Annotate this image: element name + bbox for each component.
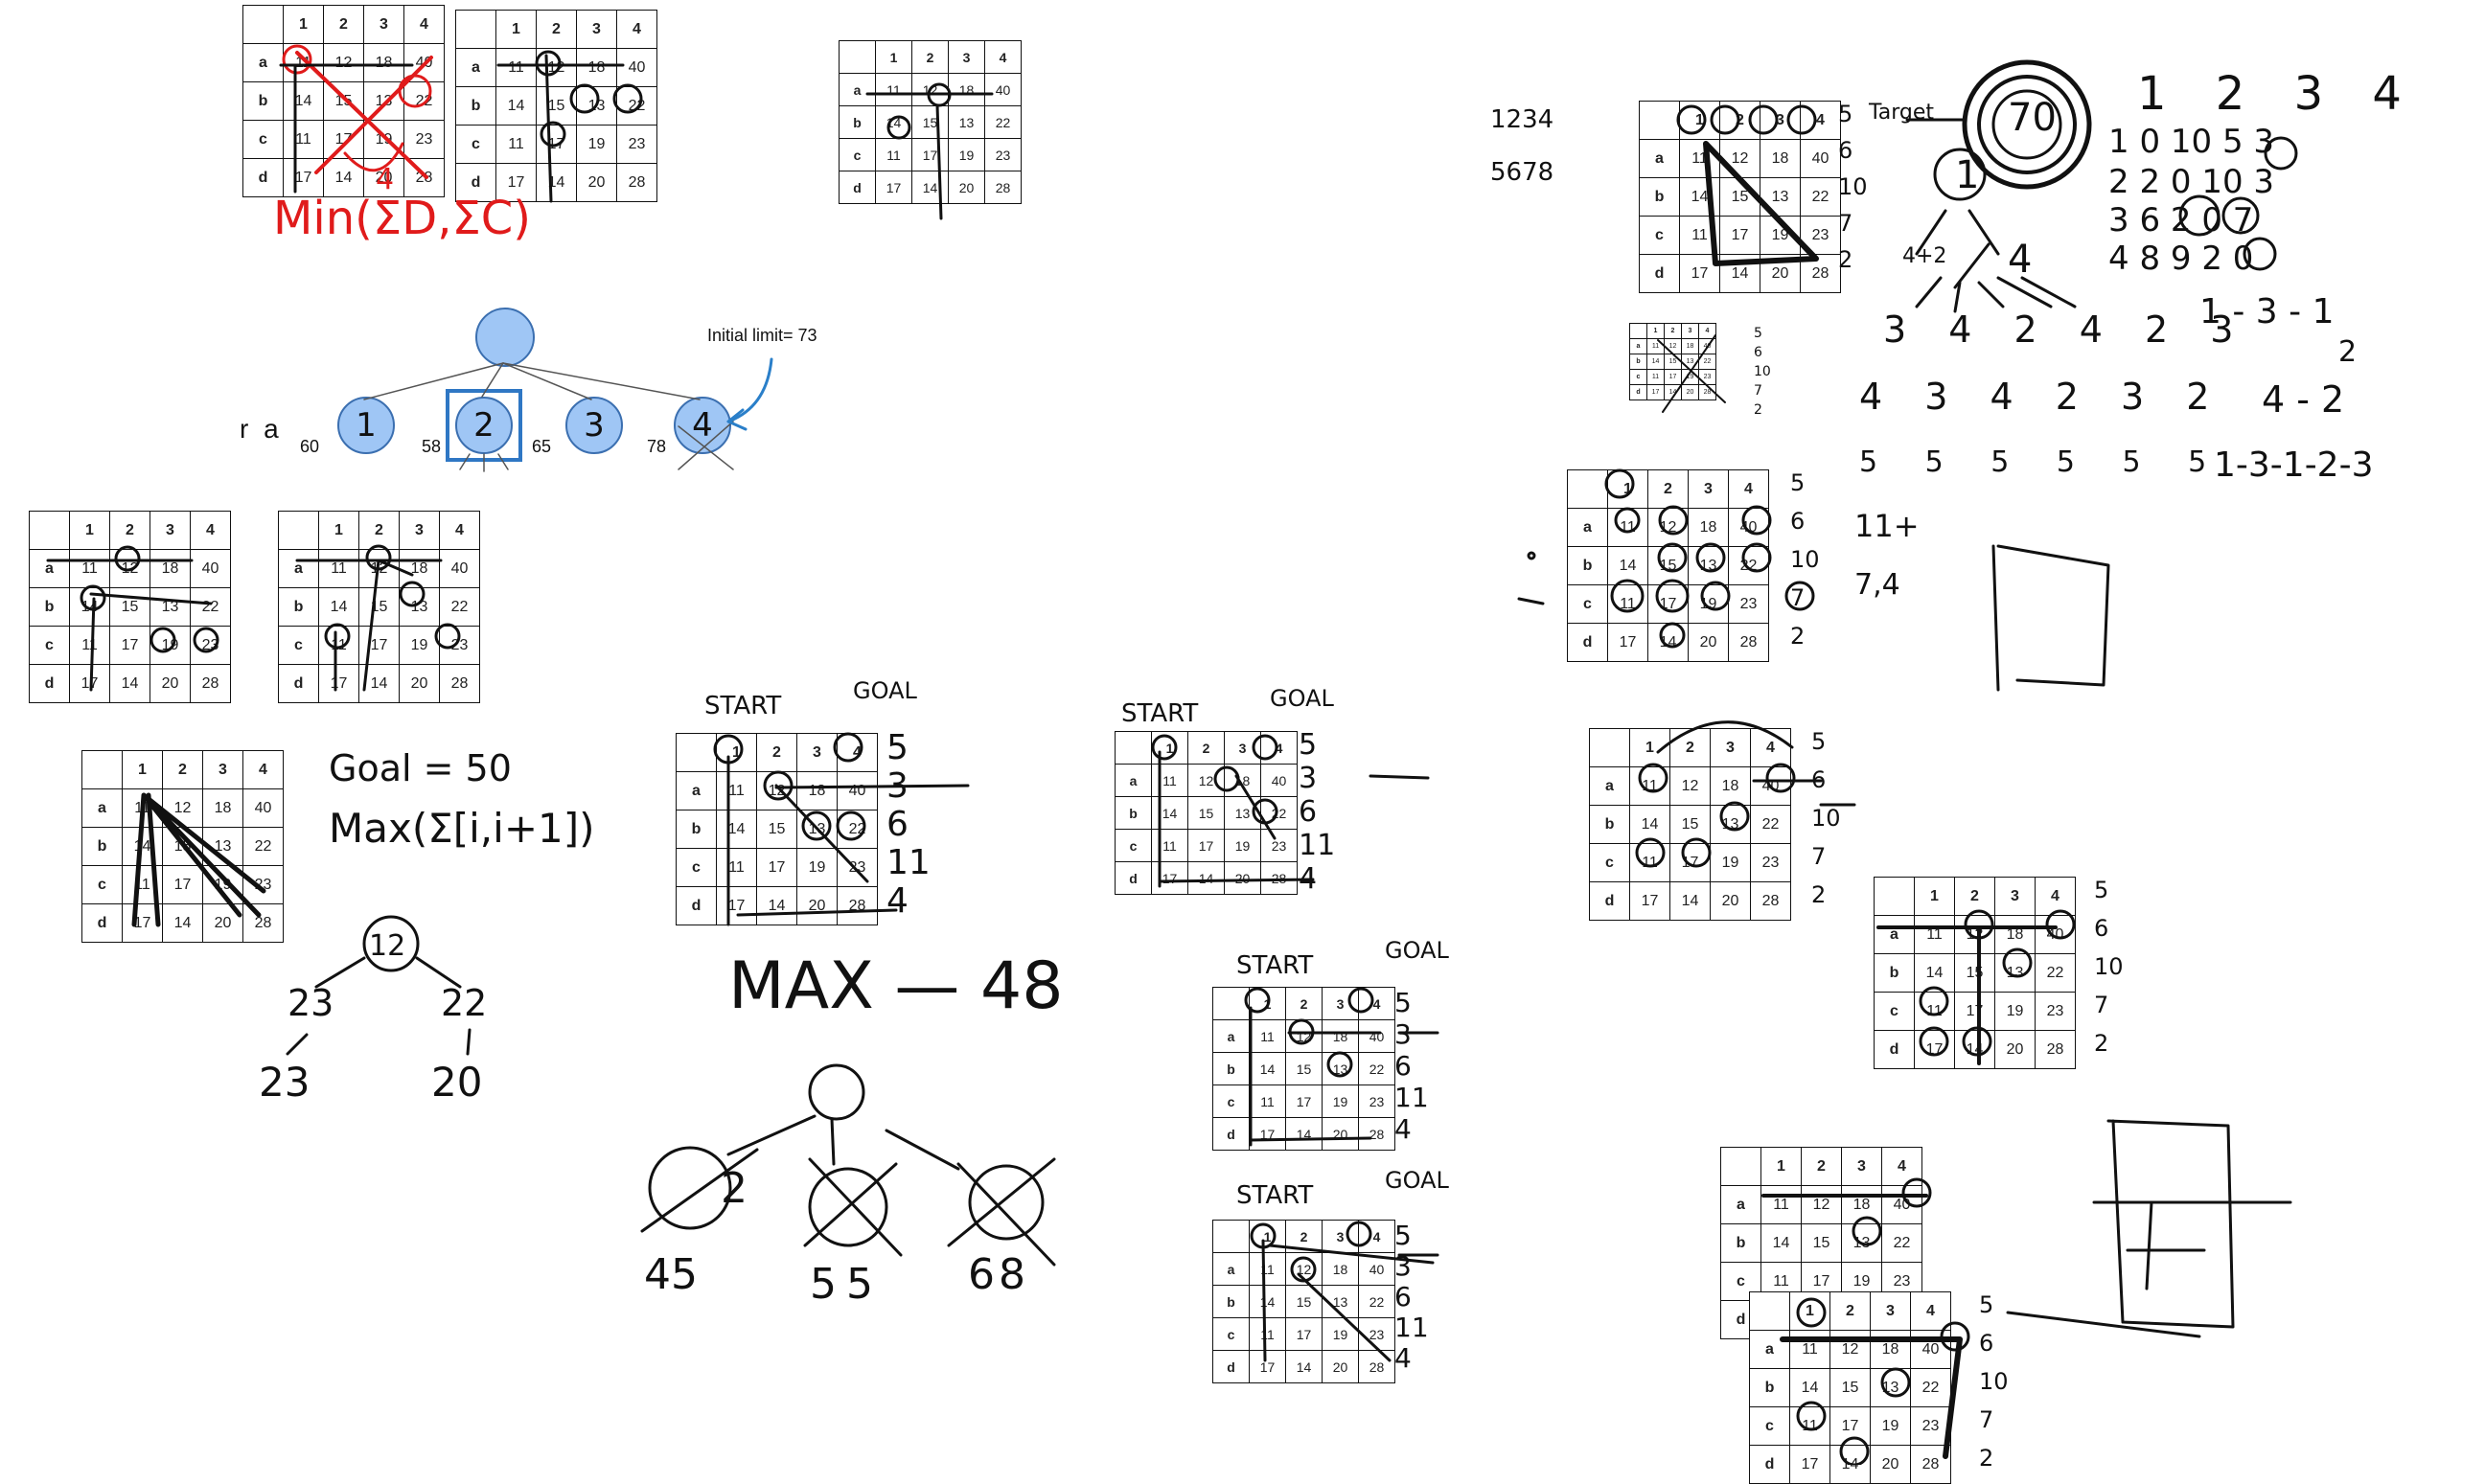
ink-circle xyxy=(835,734,862,761)
ink-circle xyxy=(1743,507,1770,534)
ink-circle xyxy=(1697,544,1724,571)
ink-circle xyxy=(1640,765,1667,791)
ink-circle xyxy=(1246,989,1269,1012)
ink-stroke xyxy=(1706,144,1816,263)
ink-stroke xyxy=(1878,927,2056,1063)
ink-circle xyxy=(1702,582,1729,609)
tree-edge xyxy=(364,363,503,400)
ink-circle xyxy=(1750,106,1777,133)
ink-stroke xyxy=(1658,722,1792,752)
ink-circle xyxy=(1903,1179,1930,1206)
ink-circle xyxy=(614,85,641,112)
ink-stroke xyxy=(1783,1339,1960,1456)
ink-circle xyxy=(1798,1403,1825,1429)
ink-circle xyxy=(810,1065,863,1119)
ink-circle xyxy=(541,123,564,146)
ink-circle xyxy=(326,625,349,648)
ink-circle xyxy=(838,812,864,839)
ink-stroke xyxy=(1917,211,1998,287)
ink-stroke xyxy=(1370,776,1438,1255)
ink-stroke xyxy=(1251,1008,1380,1145)
ink-circle xyxy=(1743,544,1770,571)
ink-stroke xyxy=(288,958,470,1054)
ink-circle xyxy=(436,625,459,648)
ink-circle xyxy=(803,812,830,839)
blue-arrow xyxy=(728,359,771,422)
ink-circle xyxy=(1921,1028,1947,1055)
ink-stroke xyxy=(1993,546,2108,690)
ink-circle xyxy=(1215,767,1238,790)
ink-circle xyxy=(1349,989,1372,1012)
ink-circle xyxy=(1529,553,1534,559)
ink-circle xyxy=(1616,509,1639,532)
ink-circle xyxy=(1935,149,1985,199)
ink-circle xyxy=(195,628,218,651)
ink-circle xyxy=(364,917,418,970)
ink-stroke xyxy=(1263,1241,1433,1360)
ink-stroke xyxy=(134,795,264,925)
ink-stroke xyxy=(1519,599,1543,604)
ink-circle xyxy=(1853,1218,1880,1244)
red-cross xyxy=(297,53,426,177)
ink-circle xyxy=(1153,736,1176,759)
ink-circle xyxy=(1660,507,1687,534)
ink-circle xyxy=(401,582,424,605)
ink-circle xyxy=(1767,765,1794,791)
ink-circle xyxy=(1882,1369,1909,1396)
ink-stroke xyxy=(867,94,992,218)
ink-circle xyxy=(1993,91,2060,158)
ink-circle xyxy=(2244,239,2275,269)
ink-circle xyxy=(2180,196,2219,235)
ink-stroke xyxy=(48,560,211,690)
ink-circle xyxy=(1921,988,1947,1015)
ink-circle xyxy=(2047,911,2074,938)
ink-circle xyxy=(571,85,598,112)
ink-circle xyxy=(1347,1222,1370,1245)
ink-circle xyxy=(1657,581,1688,611)
ink-circle xyxy=(1786,582,1813,609)
ink-circle xyxy=(1683,839,1710,866)
ink-circle xyxy=(2004,949,2031,976)
ink-circle xyxy=(1606,470,1633,497)
ink-stroke xyxy=(642,1150,1054,1265)
ink-circle xyxy=(1721,803,1748,830)
ink-stroke xyxy=(1917,278,2075,311)
ink-circle xyxy=(1659,544,1686,571)
ink-circle xyxy=(1612,581,1643,611)
ink-circle xyxy=(116,547,139,570)
ink-circle xyxy=(1678,106,1705,133)
ink-circle xyxy=(1841,1438,1868,1465)
ink-circle xyxy=(1788,106,1815,133)
ink-circle xyxy=(1254,736,1277,759)
red-circle xyxy=(400,76,430,106)
tree-edge xyxy=(503,363,700,400)
ink-circle xyxy=(888,117,909,138)
ink-circle xyxy=(1661,624,1684,647)
ink-stroke xyxy=(297,560,441,690)
tree-edge xyxy=(503,363,591,400)
ink-stroke xyxy=(1658,335,1725,412)
ink-circle xyxy=(1712,106,1738,133)
ink-stroke xyxy=(498,56,623,201)
ink-circle xyxy=(1328,1053,1351,1076)
ink-stroke xyxy=(2094,1121,2290,1327)
ink-circle xyxy=(1637,839,1664,866)
cross-node-4 xyxy=(679,422,733,469)
ink-circle xyxy=(2223,198,2258,233)
ink-circle xyxy=(1798,1299,1825,1326)
ink-circle xyxy=(2266,138,2296,169)
ink-circle xyxy=(151,628,174,651)
ink-stroke xyxy=(281,65,412,192)
ink-stroke xyxy=(460,454,508,471)
ink-stroke xyxy=(728,1116,958,1169)
